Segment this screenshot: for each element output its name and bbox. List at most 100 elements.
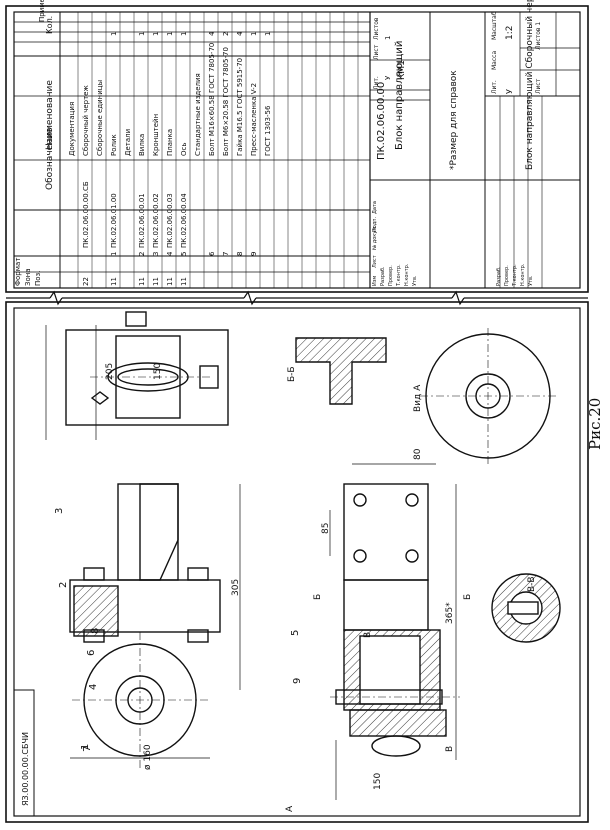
spec-role: Утв.	[412, 275, 418, 286]
dt-role: Т.контр.	[512, 264, 518, 287]
callout-6: 6	[86, 650, 97, 656]
spec-row-designation: ПК.02.06.00.03	[166, 193, 174, 248]
spec-row-designation: ПК.02.06.00.02	[152, 193, 160, 248]
spec-row-pos: 7	[222, 252, 230, 256]
header-note: Приме-чание	[38, 0, 46, 22]
spec-row-qty: 1	[152, 32, 160, 36]
spec-row-qty: 1	[138, 32, 146, 36]
dt-role: Н.контр.	[520, 263, 526, 286]
plan-view	[330, 483, 460, 757]
header-qty: Кол.	[45, 16, 54, 34]
spec-row-name: Вилка	[138, 134, 146, 156]
spec-row-name: Гайка М16.5 ГОСТ 5915-70	[236, 58, 244, 156]
label-view-a: Вид А	[413, 384, 423, 412]
dim-150-bottom: 150	[373, 773, 383, 790]
spec-row-qty: 1	[180, 32, 188, 36]
dim-80: 80	[413, 448, 423, 460]
dim-150-top: 150	[153, 363, 163, 380]
side-code: ЯЗ.00.00.00.СБЧИ	[21, 732, 30, 806]
break-lines	[6, 290, 588, 306]
spec-row-name: Кронштейн	[152, 114, 160, 156]
dt-sheet-label: Лист	[535, 78, 542, 94]
figure-caption: Рис.20	[586, 397, 604, 450]
spec-row-designation: ПК.02.06.00.00.СБ	[82, 181, 90, 248]
callout-2: 2	[58, 582, 69, 588]
callout-5: 5	[290, 630, 301, 636]
spec-lit-label: Лит.	[373, 76, 380, 90]
spec-row-qty: 2	[222, 32, 230, 36]
drawing-title: Блок направляющий Сборочный чертеж	[525, 0, 535, 170]
callout-4: 4	[88, 684, 99, 690]
spec-row-pos: 2	[138, 252, 146, 256]
spec-row-format: 11	[138, 277, 146, 286]
spec-row-format: 11	[180, 277, 188, 286]
front-view	[69, 483, 221, 770]
spec-row-pos: 8	[236, 252, 244, 256]
spec-row-name: Детали	[124, 129, 132, 156]
spec-sheet-value: 1	[384, 36, 392, 40]
header-designation: Обозначение	[45, 127, 55, 190]
spec-row-pos: 3	[152, 252, 160, 256]
spec-row-qty: 1	[250, 32, 258, 36]
dim-205: 205	[105, 363, 115, 380]
spec-row-name: Сборочные единицы	[96, 80, 104, 156]
spec-title-org: КМ1	[397, 60, 407, 80]
spec-header-cell: Подп.	[372, 216, 378, 232]
spec-row-format: 11	[110, 277, 118, 286]
spec-row-name: Пресс-масленка V-2	[250, 83, 258, 156]
spec-sheets-label: Листов	[373, 17, 380, 40]
label-v-top: В	[363, 632, 373, 638]
spec-row-designation: ПК.02.06.00.04	[180, 193, 188, 248]
callout-3: 3	[54, 508, 65, 514]
spec-row-qty: 4	[208, 31, 216, 36]
dimension-lines	[45, 325, 457, 800]
spec-row-name: Ось	[180, 143, 188, 156]
spec-row-name: Болт М6×20.58 ГОСТ 7805-70	[222, 47, 230, 156]
spec-row-format: 11	[166, 277, 174, 286]
label-b-right: Б	[463, 594, 473, 600]
assembly-drawing	[5, 301, 589, 823]
reference-note: *Размер для справок	[449, 70, 459, 170]
spec-row-format: 22	[82, 277, 90, 286]
callout-1: 1	[80, 744, 91, 750]
spec-row-pos: 6	[208, 251, 216, 256]
header-name: Наименование	[45, 80, 55, 150]
spec-role: Разраб.	[380, 266, 386, 286]
label-a: А	[285, 805, 295, 812]
spec-row-qty: 1	[264, 32, 272, 36]
header-format: Формат	[14, 258, 22, 286]
dim-85: 85	[321, 523, 331, 534]
callout-9: 9	[292, 678, 303, 684]
label-section-bb: Б-Б	[287, 366, 297, 382]
spec-row-name: Сборочный чертеж	[82, 85, 90, 156]
spec-header-cell: Лист	[372, 255, 378, 268]
section-bb	[295, 337, 387, 405]
dt-role: Утв.	[528, 275, 534, 286]
callout-7: 7	[82, 746, 93, 752]
spec-header-cell: Дата	[372, 201, 378, 214]
spec-row-name: Болт М16×60.58 ГОСТ 7805-70	[208, 43, 216, 156]
dt-role: Провер.	[504, 265, 510, 286]
spec-row-qty: 1	[110, 32, 118, 36]
dt-sheets-label: Листов 1	[535, 22, 542, 50]
spec-header-cell: № докум.	[372, 225, 378, 250]
dim-365: 365*	[445, 602, 455, 624]
view-a	[420, 328, 556, 464]
dt-scale-value: 1:2	[505, 26, 515, 40]
spec-row-pos: 5	[180, 252, 188, 256]
dt-scale-label: Масштаб	[491, 11, 498, 40]
spec-row-designation: ПК.02.06.00.01	[138, 193, 146, 248]
header-pos: Поз.	[34, 271, 42, 287]
spec-row-designation: ПК.02.06.01.00	[110, 193, 118, 248]
side-view	[65, 311, 229, 426]
spec-role: Провер.	[388, 265, 394, 286]
callout-8: 8	[90, 628, 101, 634]
label-section-vv: В-В	[527, 576, 537, 592]
spec-role: Т.контр.	[396, 264, 402, 287]
specification-sheet	[5, 5, 589, 293]
spec-row-name: Планка	[166, 129, 174, 156]
spec-row-name: Ролик	[110, 134, 118, 156]
spec-lit-value: У	[384, 75, 392, 80]
spec-row-name: ГОСТ 1303-56	[264, 105, 272, 156]
